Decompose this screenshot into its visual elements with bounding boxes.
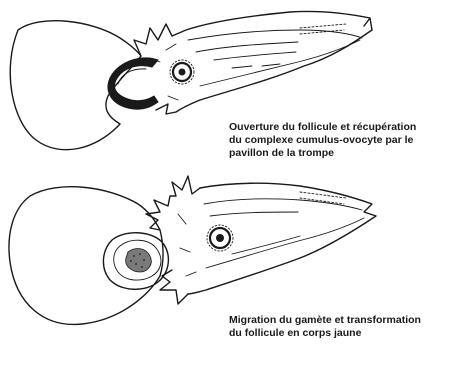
caption-bottom-line-1: Migration du gamète et transformation	[229, 314, 421, 327]
caption-top: Ouverture du follicule et récupération d…	[229, 121, 416, 160]
caption-top-line-2: du complexe cumulus-ovocyte par le	[229, 134, 416, 147]
follicle-rim-top	[108, 58, 158, 109]
ovary-outline-top	[10, 21, 141, 150]
caption-top-line-3: pavillon de la trompe	[229, 147, 416, 160]
caption-bottom-line-2: du follicule en corps jaune	[229, 327, 421, 340]
tube-infundibulum-top	[134, 11, 372, 56]
caption-bottom: Migration du gamète et transformation du…	[229, 314, 421, 340]
oocyte-top-nucleus	[179, 69, 186, 76]
corpus-luteum-core	[126, 249, 152, 272]
bottom-panel-illustration	[9, 176, 376, 324]
oocyte-bottom-nucleus	[216, 234, 224, 242]
caption-top-line-1: Ouverture du follicule et récupération	[229, 121, 416, 134]
